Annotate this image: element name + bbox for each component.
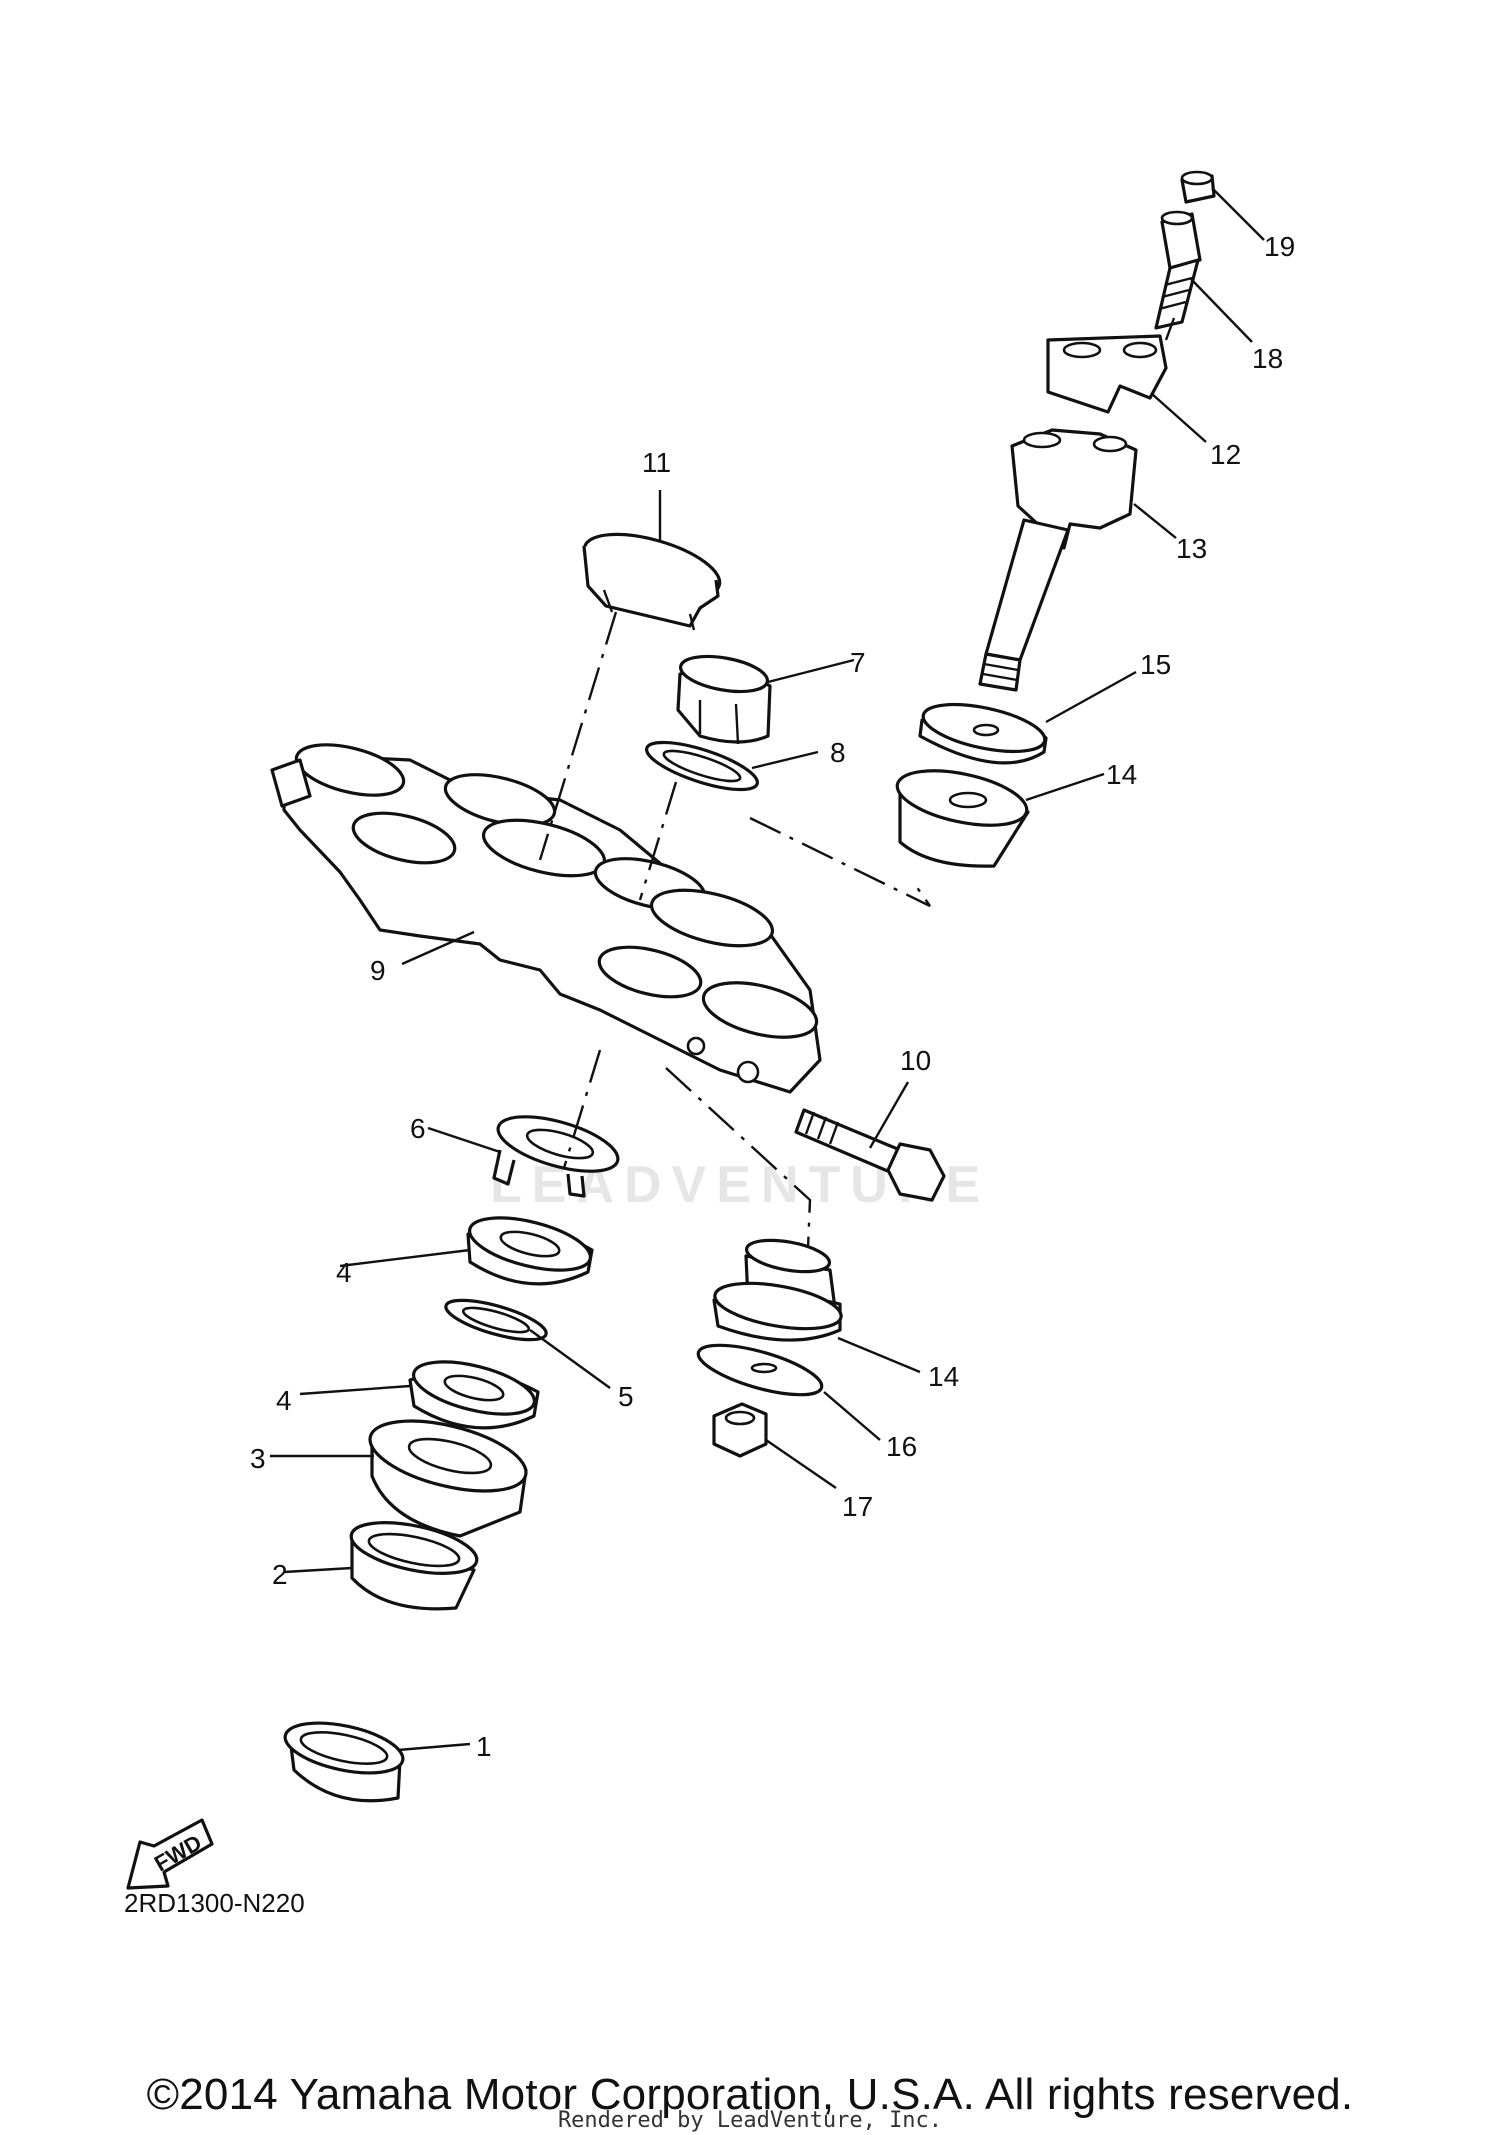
callout-16: 16	[886, 1431, 917, 1462]
part-3[interactable]	[363, 1408, 533, 1538]
part-11[interactable]	[578, 522, 727, 631]
callout-13: 13	[1176, 533, 1207, 564]
part-7[interactable]	[676, 651, 772, 745]
part-16[interactable]	[694, 1335, 827, 1405]
callout-3: 3	[250, 1443, 266, 1474]
leader-lines	[270, 187, 1265, 1752]
callout-14-lower: 14	[928, 1361, 959, 1392]
part-4-lower[interactable]	[408, 1352, 540, 1430]
part-14-upper[interactable]	[892, 761, 1031, 868]
callout-18: 18	[1252, 343, 1283, 374]
part-10[interactable]	[794, 1108, 946, 1202]
copyright-notice: ©2014 Yamaha Motor Corporation, U.S.A. A…	[146, 2070, 1354, 2119]
part-15[interactable]	[918, 696, 1049, 765]
part-18[interactable]	[1154, 210, 1202, 330]
part-6[interactable]	[492, 1106, 623, 1198]
callout-11: 11	[642, 447, 671, 478]
callout-4-upper: 4	[336, 1257, 352, 1288]
callout-8: 8	[830, 737, 846, 768]
part-2[interactable]	[347, 1513, 481, 1611]
callout-1: 1	[476, 1731, 492, 1762]
part-19[interactable]	[1180, 170, 1216, 204]
part-12[interactable]	[1046, 334, 1168, 414]
diagram-code: 2RD1300-N220	[124, 1888, 305, 1918]
part-1[interactable]	[281, 1714, 408, 1803]
callout-12: 12	[1210, 439, 1241, 470]
part-4-upper[interactable]	[465, 1208, 596, 1286]
callout-5: 5	[618, 1381, 634, 1412]
callout-14-upper: 14	[1106, 759, 1137, 790]
part-5[interactable]	[442, 1292, 550, 1348]
callout-6: 6	[410, 1113, 426, 1144]
rendered-by-notice: Rendered by LeadVenture, Inc.	[557, 2108, 943, 2133]
callout-17: 17	[842, 1491, 873, 1522]
callout-9: 9	[370, 955, 386, 986]
callout-7: 7	[850, 647, 866, 678]
callout-10: 10	[900, 1045, 931, 1076]
part-14-lower[interactable]	[711, 1235, 844, 1342]
callout-2: 2	[272, 1559, 288, 1590]
callout-19: 19	[1264, 231, 1295, 262]
callout-4-lower: 4	[276, 1385, 292, 1416]
fwd-arrow-icon: FWD	[126, 1818, 214, 1890]
part-17[interactable]	[712, 1402, 768, 1458]
callout-15: 15	[1140, 649, 1171, 680]
assembly-lines	[538, 317, 1176, 1249]
part-13[interactable]	[978, 428, 1138, 692]
part-8[interactable]	[642, 733, 762, 799]
